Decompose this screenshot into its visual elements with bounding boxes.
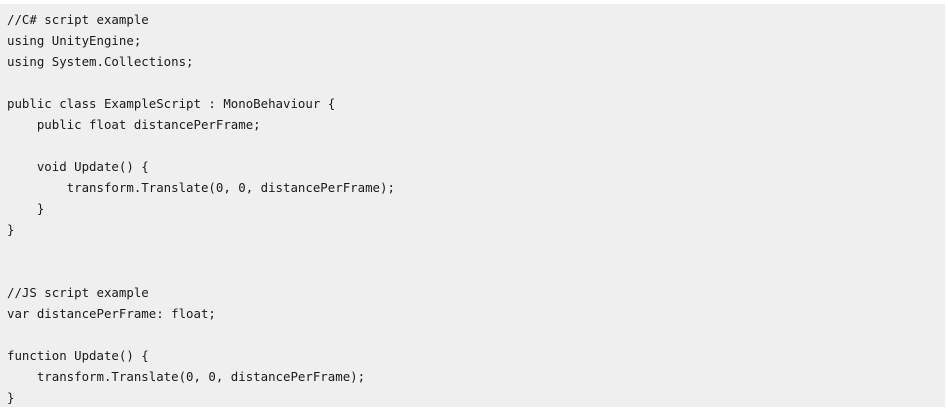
code-line-blank [7,135,945,156]
code-line-using-collections: using System.Collections; [7,54,194,69]
code-line-using-unityengine: using UnityEngine; [7,33,142,48]
code-line-blank [7,240,945,261]
code-line-translate-call: transform.Translate(0, 0, distancePerFra… [7,180,395,195]
code-line-blank [7,261,945,282]
code-line-blank [7,72,945,93]
code-line-close-method: } [7,201,45,216]
code-line-field-declaration: public float distancePerFrame; [7,117,261,132]
code-line-var-declaration: var distancePerFrame: float; [7,306,216,321]
code-line-js-comment: //JS script example [7,285,149,300]
code-line-blank [7,324,945,345]
code-line-csharp-comment: //C# script example [7,12,149,27]
code-line-update-method: void Update() { [7,159,149,174]
code-line-close-class: } [7,222,15,237]
code-block: //C# script example using UnityEngine; u… [0,4,945,407]
code-line-translate-call: transform.Translate(0, 0, distancePerFra… [7,369,366,384]
code-line-function-update: function Update() { [7,348,149,363]
code-line-class-declaration: public class ExampleScript : MonoBehavio… [7,96,336,111]
code-line-close-function: } [7,390,15,405]
